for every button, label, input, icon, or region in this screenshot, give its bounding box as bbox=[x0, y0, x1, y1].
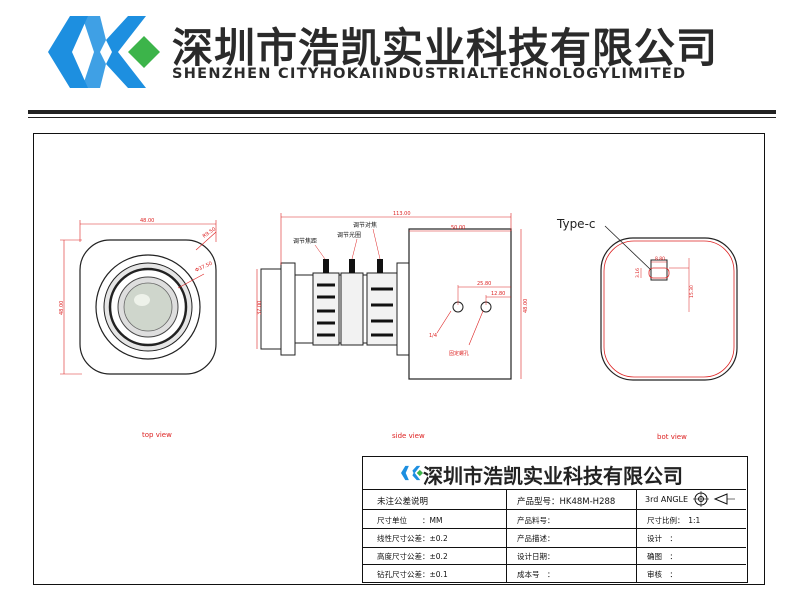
top-dim-width: 48.00 bbox=[140, 218, 154, 224]
company-header: 深圳市浩凯实业科技有限公司 SHENZHEN CITYHOKAIINDUSTRI… bbox=[0, 0, 793, 118]
drill-tolerance: 钻孔尺寸公差：±0.1 bbox=[377, 570, 448, 579]
label-quarter-inch-hole: 1/4 bbox=[429, 333, 437, 339]
side-view-drawing: 113.00 50.00 25.80 12.80 48.00 37.00 调节焦… bbox=[256, 211, 529, 380]
projection-angle: 3rd ANGLE bbox=[645, 495, 689, 504]
top-dim-height: 48.00 bbox=[59, 301, 65, 315]
label-adjust-iris: 调节光圈 bbox=[337, 231, 361, 239]
side-dim-body: 50.00 bbox=[451, 225, 465, 231]
side-dim-hole1: 25.80 bbox=[477, 281, 491, 287]
tolerance-note: 未注公差说明 bbox=[377, 497, 429, 507]
side-dim-height: 48.00 bbox=[523, 299, 529, 313]
bot-view-drawing: Type-c 8.80 3.16 15.30 bbox=[556, 217, 738, 381]
bot-dim-a: 8.80 bbox=[655, 256, 665, 262]
reviewer: 审核 ： bbox=[647, 570, 677, 579]
side-view-label: side view bbox=[392, 432, 425, 440]
title-block-header: 深圳市浩凯实业科技有限公司 bbox=[363, 457, 746, 490]
title-block-company: 深圳市浩凯实业科技有限公司 bbox=[423, 464, 683, 488]
linear-tolerance: 线性尺寸公差：±0.2 bbox=[377, 534, 448, 543]
dimension-unit: 尺寸单位 ：MM bbox=[377, 516, 443, 525]
company-name-cn: 深圳市浩凯实业科技有限公司 bbox=[172, 24, 718, 72]
top-view-drawing: 48.00 48.00 R9.50 Φ37.50 bbox=[59, 218, 217, 375]
type-c-label: Type-c bbox=[556, 217, 596, 231]
title-block-logo-icon bbox=[401, 465, 423, 481]
side-dim-hole2: 12.80 bbox=[491, 291, 505, 297]
bot-view-label: bot view bbox=[657, 433, 687, 441]
company-logo-icon bbox=[48, 16, 160, 88]
label-fixing-hole: 固定螺孔 bbox=[449, 350, 469, 357]
cost-number: 成本号 ： bbox=[517, 570, 555, 579]
top-view-label: top view bbox=[142, 431, 172, 439]
bot-dim-c: 15.30 bbox=[689, 285, 695, 298]
title-block: 深圳市浩凯实业科技有限公司 未注公差说明 产品型号：HK48M-H288 3rd… bbox=[362, 456, 748, 583]
label-adjust-focus-distance: 调节焦距 bbox=[293, 237, 317, 245]
designer: 设计 ： bbox=[647, 534, 677, 543]
drawing-frame bbox=[33, 133, 765, 585]
confirmed-by: 确图 ： bbox=[647, 552, 677, 561]
side-dim-lens: 37.00 bbox=[257, 301, 263, 315]
label-adjust-focus: 调节对焦 bbox=[353, 221, 377, 229]
header-divider-thin bbox=[28, 117, 776, 118]
side-dim-total: 113.00 bbox=[393, 211, 411, 217]
product-model: 产品型号：HK48M-H288 bbox=[517, 497, 616, 507]
header-divider-thick bbox=[28, 110, 776, 114]
top-dim-diameter: Φ37.50 bbox=[194, 261, 213, 274]
design-date: 设计日期： bbox=[517, 552, 555, 561]
product-description: 产品描述： bbox=[517, 534, 555, 543]
height-tolerance: 高度尺寸公差：±0.2 bbox=[377, 552, 448, 561]
product-part-number: 产品料号： bbox=[517, 516, 555, 525]
third-angle-projection-icon bbox=[693, 491, 735, 507]
bot-dim-b: 3.16 bbox=[635, 268, 641, 278]
drawing-scale: 尺寸比例： 1:1 bbox=[647, 516, 701, 525]
company-name-en: SHENZHEN CITYHOKAIINDUSTRIALTECHNOLOGYLI… bbox=[172, 66, 687, 82]
